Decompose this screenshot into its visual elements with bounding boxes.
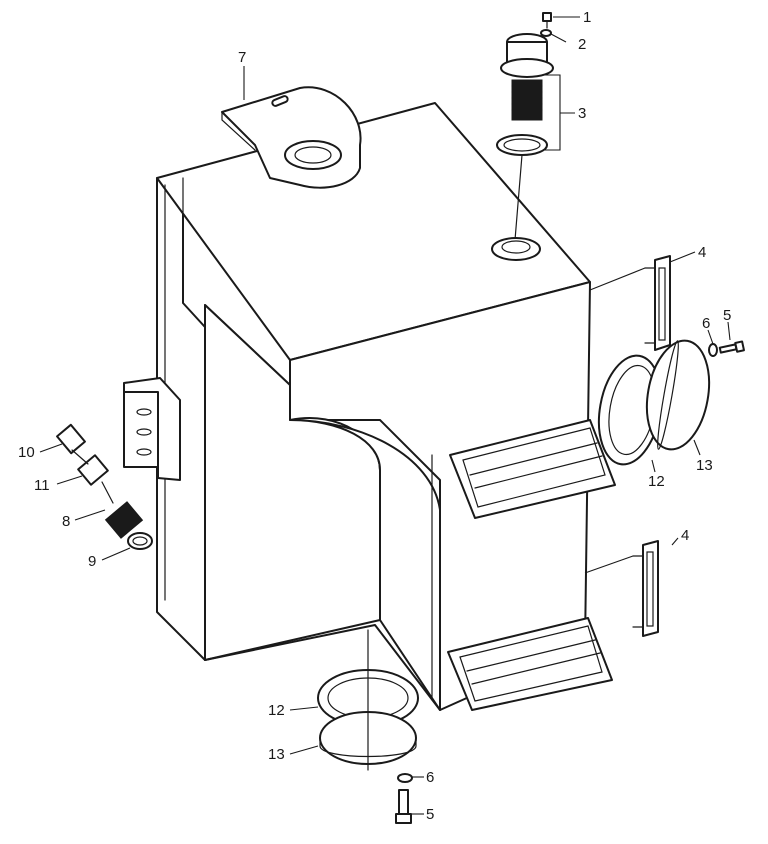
filler-neck [491, 237, 541, 261]
label-13-bottom: 13 [268, 746, 285, 763]
part-6-washer-bottom [397, 773, 413, 783]
part-5-bolt-bottom [395, 789, 412, 824]
part-10-nipple [56, 423, 86, 455]
label-4-lower: 4 [681, 527, 689, 544]
part-4-sight-gauge-lower [632, 540, 659, 637]
part-numbers: 1 2 3 7 4 6 5 12 13 4 10 11 8 9 12 13 6 … [18, 9, 731, 823]
tank-body [156, 102, 591, 711]
label-2: 2 [578, 36, 586, 53]
label-1: 1 [583, 9, 591, 26]
label-10: 10 [18, 444, 35, 461]
label-6-side: 6 [702, 315, 710, 332]
part-1-screw [542, 12, 552, 29]
leader-lines [39, 16, 731, 815]
part-13-cover-plate-side [645, 339, 711, 451]
step-upper [449, 419, 616, 519]
part-11-coupling [71, 449, 109, 486]
part-2-washer [540, 29, 552, 37]
label-6-bottom: 6 [426, 769, 434, 786]
label-5-bottom: 5 [426, 806, 434, 823]
part-3-filler-strainer [496, 33, 554, 241]
part-9-gasket [127, 532, 153, 550]
part-5-bolt-side [718, 340, 745, 354]
label-8: 8 [62, 513, 70, 530]
part-8-strainer [101, 481, 144, 539]
label-12-side: 12 [648, 473, 665, 490]
label-11: 11 [34, 477, 50, 494]
label-4-upper: 4 [698, 244, 706, 261]
label-9: 9 [88, 553, 96, 570]
label-5-side: 5 [723, 307, 731, 324]
part-7-cover-plate [221, 86, 362, 189]
mounting-bracket [123, 377, 181, 481]
part-6-washer-side [708, 343, 718, 357]
label-3: 3 [578, 105, 586, 122]
label-12-bottom: 12 [268, 702, 285, 719]
label-13-side: 13 [696, 457, 713, 474]
step-lower [447, 617, 613, 711]
label-7: 7 [238, 49, 246, 66]
part-4-sight-gauge-upper [644, 255, 671, 351]
